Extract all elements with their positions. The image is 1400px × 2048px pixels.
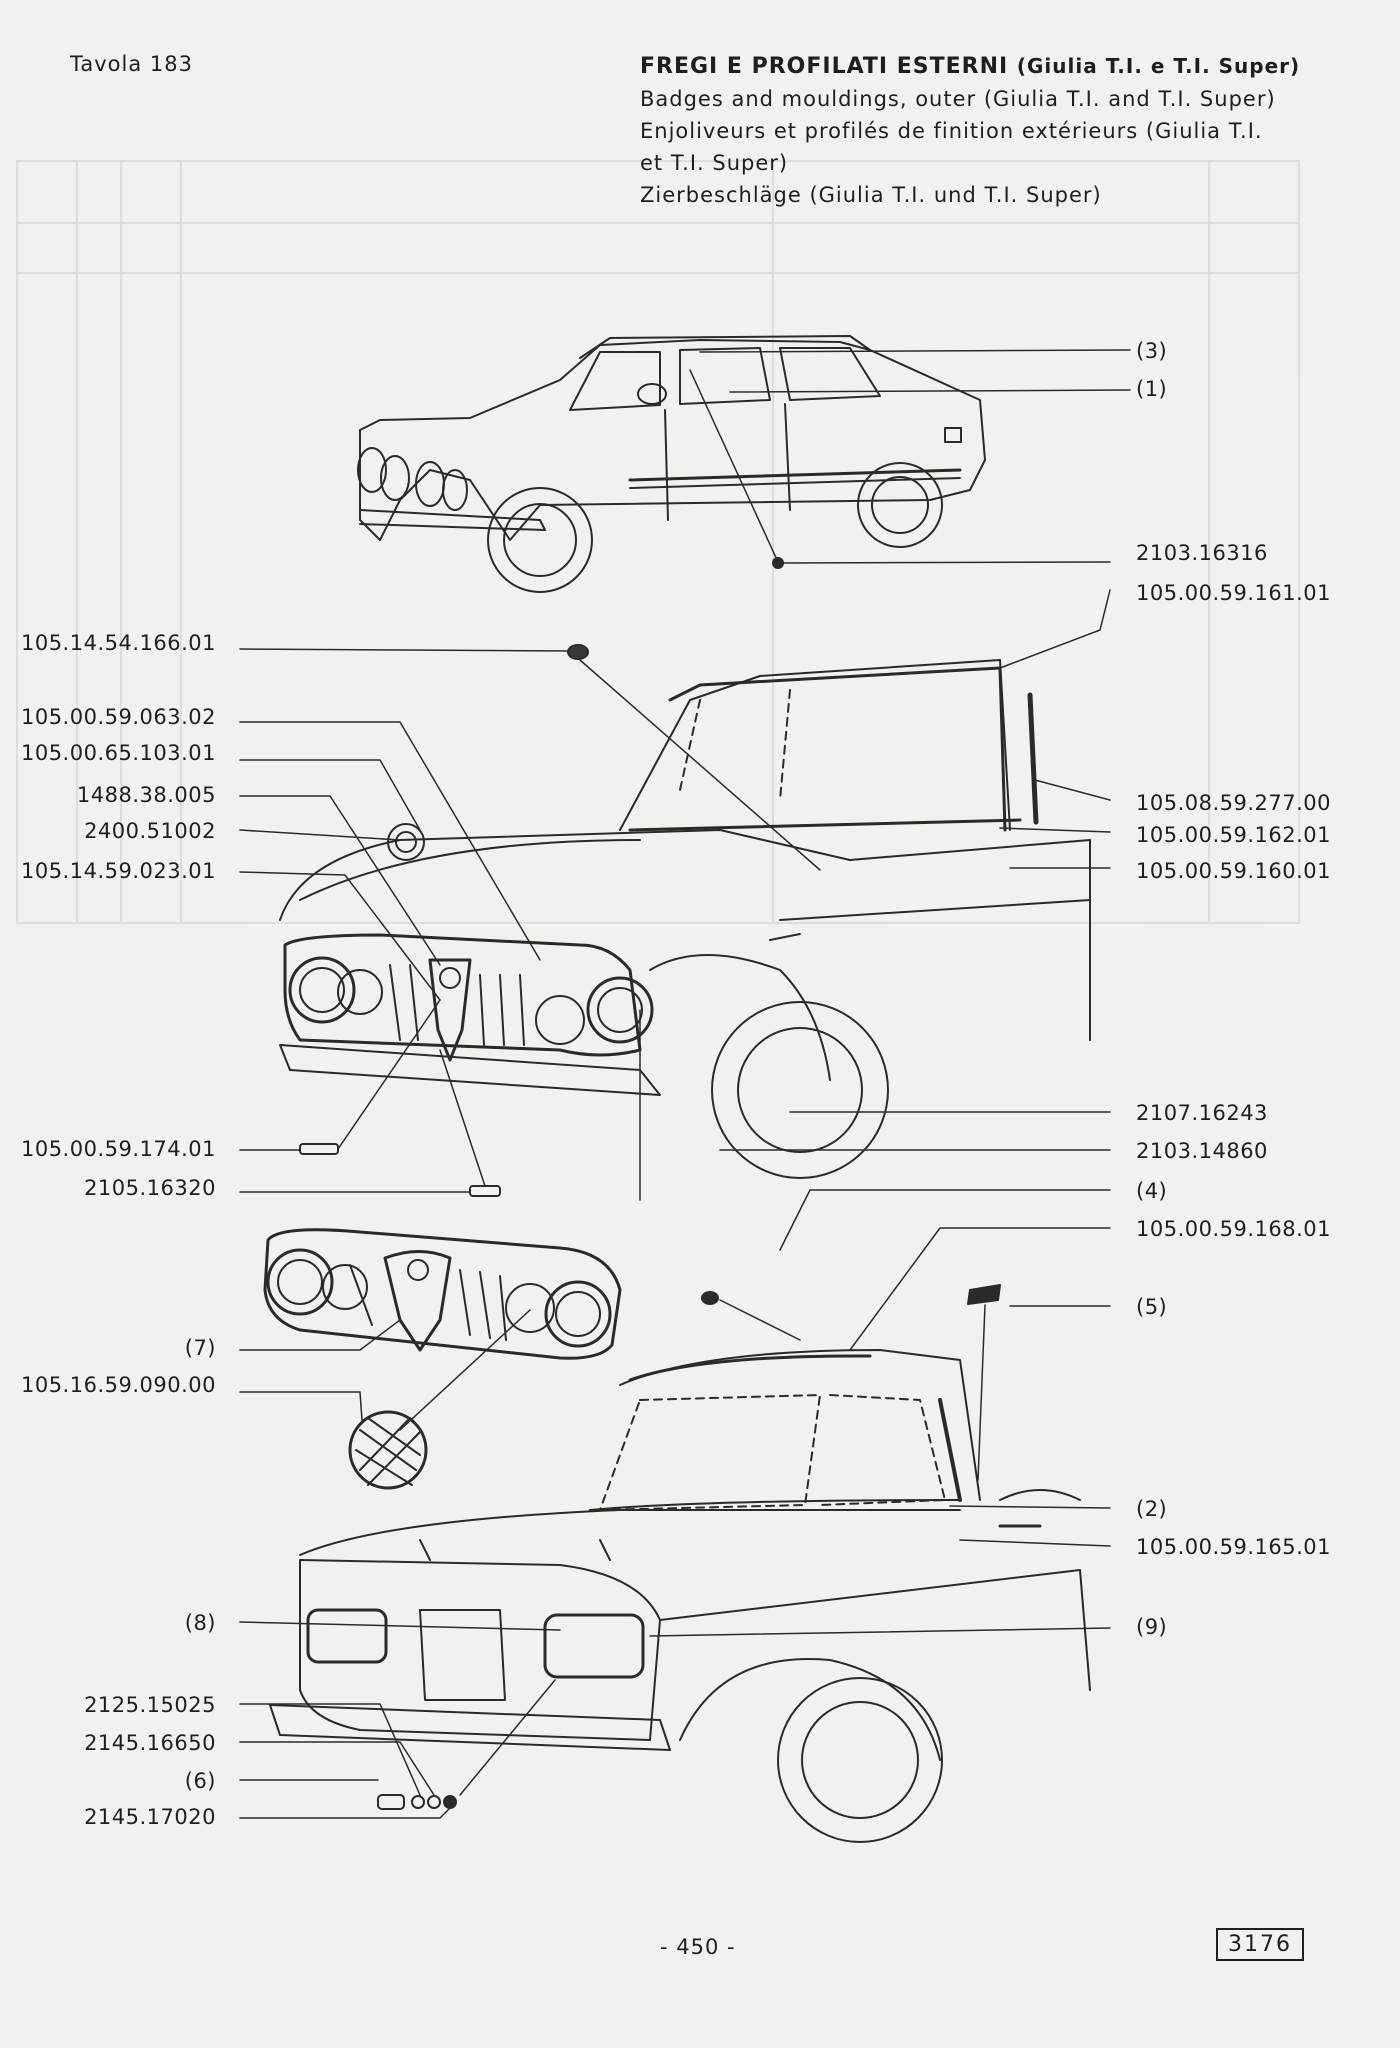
car-side-view-illustration [357, 335, 1131, 593]
label-2103-16316: 2103.16316 [1136, 541, 1268, 565]
title-italian-main: FREGI E PROFILATI ESTERNI [640, 54, 1009, 79]
label-5: (5) [1136, 1295, 1168, 1319]
label-2145-16650: 2145.16650 [84, 1731, 216, 1755]
title-block: FREGI E PROFILATI ESTERNI (Giulia T.I. e… [640, 50, 1320, 211]
label-105-00-59-162-01: 105.00.59.162.01 [1136, 823, 1332, 847]
label-105-00-59-063-02: 105.00.59.063.02 [20, 705, 216, 729]
label-105-14-54-166-01: 105.14.54.166.01 [20, 631, 216, 655]
title-german: Zierbeschläge (Giulia T.I. und T.I. Supe… [640, 183, 1102, 207]
label-7: (7) [184, 1336, 216, 1360]
title-french-line1: Enjoliveurs et profilés de finition exté… [640, 119, 1263, 143]
sheet-number-box: 3176 [1216, 1928, 1304, 1961]
label-6: (6) [184, 1769, 216, 1793]
label-105-14-59-023-01: 105.14.59.023.01 [20, 859, 216, 883]
car-front-view-illustration [239, 589, 1111, 1351]
page-number: - 450 - [660, 1935, 736, 1959]
label-2400-51002: 2400.51002 [84, 819, 216, 843]
plate-label: Tavola 183 [70, 52, 193, 76]
label-8: (8) [184, 1611, 216, 1635]
label-105-00-59-161-01: 105.00.59.161.01 [1136, 581, 1332, 605]
label-105-00-59-160-01: 105.00.59.160.01 [1136, 859, 1332, 883]
label-2107-16243: 2107.16243 [1136, 1101, 1268, 1125]
label-2103-14860: 2103.14860 [1136, 1139, 1268, 1163]
label-2125-15025: 2125.15025 [84, 1693, 216, 1717]
label-105-00-59-174-01: 105.00.59.174.01 [20, 1137, 216, 1161]
label-1488-38-005: 1488.38.005 [76, 783, 216, 807]
label-105-00-65-103-01: 105.00.65.103.01 [20, 741, 216, 765]
label-105-16-59-090-00: 105.16.59.090.00 [20, 1373, 216, 1397]
label-4: (4) [1136, 1179, 1168, 1203]
label-105-08-59-277-00: 105.08.59.277.00 [1136, 791, 1332, 815]
label-2105-16320: 2105.16320 [84, 1176, 216, 1200]
label-2145-17020: 2145.17020 [84, 1805, 216, 1829]
label-1: (1) [1136, 377, 1168, 401]
car-rear-view-illustration [239, 1284, 1111, 1843]
title-italian: FREGI E PROFILATI ESTERNI (Giulia T.I. e… [640, 50, 1320, 83]
label-105-00-59-165-01: 105.00.59.165.01 [1136, 1535, 1332, 1559]
label-2: (2) [1136, 1497, 1168, 1521]
label-9: (9) [1136, 1615, 1168, 1639]
title-french-line2: et T.I. Super) [640, 151, 789, 175]
title-italian-sub: (Giulia T.I. e T.I. Super) [1016, 54, 1301, 78]
label-3: (3) [1136, 339, 1168, 363]
title-english: Badges and mouldings, outer (Giulia T.I.… [640, 87, 1276, 111]
grille-detail-illustration [239, 1228, 622, 1490]
label-105-00-59-168-01: 105.00.59.168.01 [1136, 1217, 1332, 1241]
